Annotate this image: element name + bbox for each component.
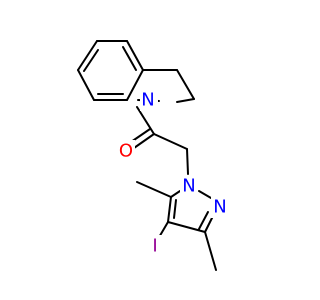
bond-n1-carbonyl: [136, 106, 155, 135]
atom-pyrazole-n1: N: [182, 176, 195, 197]
bond-ring-c4-c3: [176, 69, 195, 100]
bond-benzene-1-inner: [83, 49, 99, 72]
bond-pyrazole-c5-c4-2: [173, 199, 177, 219]
bond-ring-c3-c2: [176, 98, 195, 103]
atom-labels-group: N O N N I: [117, 89, 229, 257]
bond-carbonyl-ch2: [153, 133, 188, 150]
bond-carbonyl-oxygen-2: [130, 128, 151, 143]
bond-pyrazole-n2-n1: [198, 190, 212, 199]
bond-benzene-2: [77, 69, 95, 101]
atom-pyrazole-n2: N: [213, 197, 226, 218]
bond-c3-methyl: [204, 231, 217, 271]
bond-benzene-5: [126, 40, 144, 71]
bond-benzene-1: [77, 40, 98, 71]
bonds-group: [77, 40, 217, 271]
bond-ch2-pyrazole-n1: [186, 148, 189, 175]
bond-carbonyl-oxygen-1: [133, 133, 155, 149]
atom-carbonyl-oxygen: O: [119, 141, 133, 162]
bond-pyrazole-n1-c5: [170, 190, 181, 198]
bond-pyrazole-c4-c3: [167, 221, 206, 233]
bond-c5-methyl: [136, 181, 172, 198]
bond-benzene-5-inner: [122, 46, 137, 71]
atom-iodine: I: [152, 236, 157, 257]
atom-ring-nitrogen: N: [141, 90, 154, 111]
bond-pyrazole-c5-c4-1: [167, 196, 172, 223]
molecule-structure-canvas: N O N N I: [77, 40, 229, 271]
bond-benzene-4: [126, 69, 144, 101]
bond-pyrazole-c3-n2-2: [198, 211, 209, 230]
